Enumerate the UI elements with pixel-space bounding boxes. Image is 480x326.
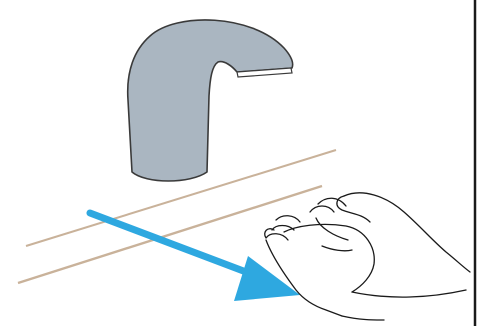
sensor-faucet-icon [126,19,294,182]
back-hand [343,192,471,273]
arrow-shaft [86,209,266,282]
counter-edge-front [17,184,323,285]
back-hand-fingers [309,197,347,213]
faucet-spout-tip [236,67,293,78]
front-hand-palm [283,223,375,293]
counter-edge-back [25,149,337,247]
back-hand-fingertip [336,195,371,223]
arrow-head [234,256,300,301]
thumb-line [315,217,353,252]
direction-arrow-icon [86,209,300,301]
wrist-lines [341,289,467,321]
cupped-hands-icon [264,192,471,321]
front-hand-fingers [264,215,301,241]
front-hand-lower [265,239,343,317]
faucet-body [126,19,294,182]
